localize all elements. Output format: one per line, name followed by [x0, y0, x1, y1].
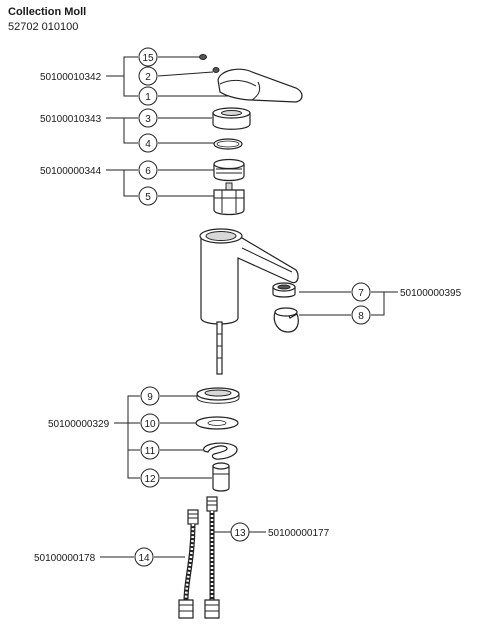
svg-text:15: 15	[142, 53, 154, 64]
mounting-rod	[216, 321, 223, 375]
callout-8: 8	[351, 305, 371, 325]
part-9-gasket	[196, 387, 240, 404]
svg-text:12: 12	[144, 474, 156, 485]
callout-7: 7	[351, 282, 371, 302]
callout-1: 1	[138, 86, 158, 106]
callout-3: 3	[138, 108, 158, 128]
callout-11: 11	[140, 440, 160, 460]
collection-title: Collection Moll	[8, 6, 87, 18]
group-bracket-6-5: 50100000344	[40, 166, 138, 197]
part-5-cartridge	[213, 182, 245, 216]
callout-14: 14	[134, 547, 154, 567]
part-13-hose	[204, 496, 220, 619]
article-number: 52702 010100	[8, 21, 79, 33]
svg-text:11: 11	[145, 446, 156, 457]
part-number-label: 50100000329	[48, 419, 110, 430]
part-10-washer	[195, 416, 239, 430]
part-number-label: 50100010342	[40, 72, 102, 83]
faucet-body	[199, 228, 299, 325]
part-6-ring	[213, 158, 245, 182]
svg-text:2: 2	[145, 72, 151, 83]
part-2-screw	[212, 67, 220, 73]
callout-6: 6	[138, 160, 158, 180]
svg-text:14: 14	[138, 553, 150, 564]
callout-13: 13	[230, 522, 250, 542]
part-8-aerator-key	[273, 307, 299, 333]
svg-text:5: 5	[145, 192, 151, 203]
part-15-plug	[199, 54, 207, 60]
part-number-label: 50100000344	[40, 166, 102, 177]
part-number-label: 50100010343	[40, 114, 102, 125]
callout-5: 5	[138, 186, 158, 206]
part-4-oring	[213, 138, 243, 150]
group-bracket-15-2-1: 50100010342	[40, 56, 138, 97]
callout-2: 2	[138, 66, 158, 86]
svg-text:10: 10	[144, 419, 156, 430]
part-number-label: 50100000395	[400, 288, 462, 299]
part-3-cap	[212, 107, 251, 130]
part-7-aerator	[272, 282, 296, 298]
svg-text:1: 1	[145, 92, 151, 103]
part-number-label: 50100000177	[268, 528, 330, 539]
callout-10: 10	[140, 413, 160, 433]
svg-text:7: 7	[358, 288, 364, 299]
part-label-13-line: 50100000177	[249, 528, 330, 539]
group-bracket-9-12: 50100000329	[48, 395, 140, 479]
callout-4: 4	[138, 133, 158, 153]
callout-15: 15	[138, 47, 158, 67]
svg-text:13: 13	[234, 528, 246, 539]
callout-12: 12	[140, 468, 160, 488]
part-label-14-line: 50100000178	[34, 553, 134, 564]
part-12-sleeve-nut	[212, 462, 230, 492]
leader-lines	[154, 56, 351, 558]
svg-text:3: 3	[145, 114, 151, 125]
svg-text:6: 6	[145, 166, 151, 177]
svg-text:4: 4	[145, 139, 151, 150]
group-bracket-7-8: 50100000395	[371, 288, 462, 316]
part-1-lever	[217, 68, 303, 103]
part-14-hose	[178, 509, 199, 619]
part-11-horseshoe-plate	[203, 442, 238, 460]
callout-9: 9	[140, 386, 160, 406]
part-number-label: 50100000178	[34, 553, 96, 564]
svg-text:9: 9	[147, 392, 153, 403]
svg-text:8: 8	[358, 311, 364, 322]
group-bracket-3-4: 50100010343	[40, 114, 138, 144]
